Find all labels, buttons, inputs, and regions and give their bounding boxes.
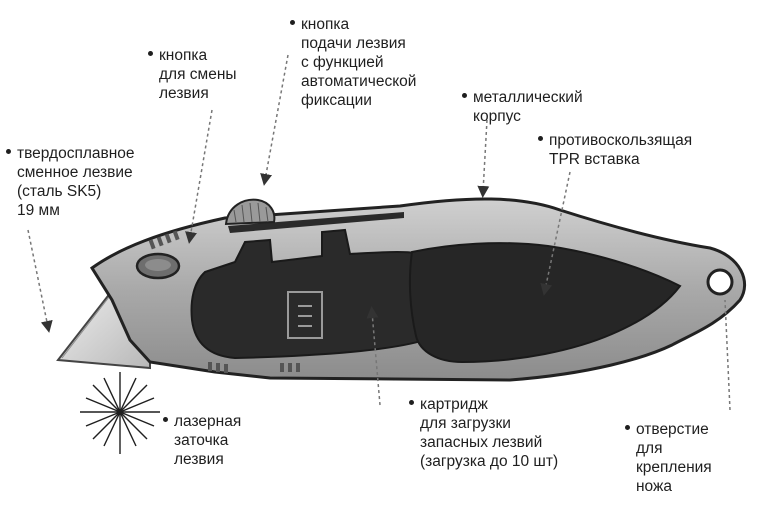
label-metal-body: металлический корпус: [462, 88, 583, 126]
label-blade-change-button: кнопка для смены лезвия: [148, 46, 237, 103]
label-tpr-insert: противоскользящая TPR вставка: [538, 131, 692, 169]
feed-button-knurl: [233, 202, 269, 223]
bottom-serrations: [208, 362, 300, 373]
label-hanging-hole: отверстие для крепления ножа: [625, 420, 712, 496]
label-feed-button: кнопка подачи лезвия с функцией автомати…: [290, 15, 416, 110]
label-cartridge: картридж для загрузки запасных лезвий (з…: [409, 395, 558, 471]
feed-button-shape: [224, 198, 276, 226]
label-carbide-blade: твердосплавное сменное лезвие (сталь SK5…: [6, 144, 135, 220]
leader-lines: [27, 54, 731, 411]
hanging-hole-shape: [706, 268, 734, 296]
label-laser-sharpening: лазерная заточка лезвия: [163, 412, 241, 469]
blade-edge-line: [61, 287, 117, 359]
tpr-insert-shape: [408, 242, 682, 364]
nose-serrations: [148, 230, 180, 250]
top-rail: [228, 212, 404, 233]
